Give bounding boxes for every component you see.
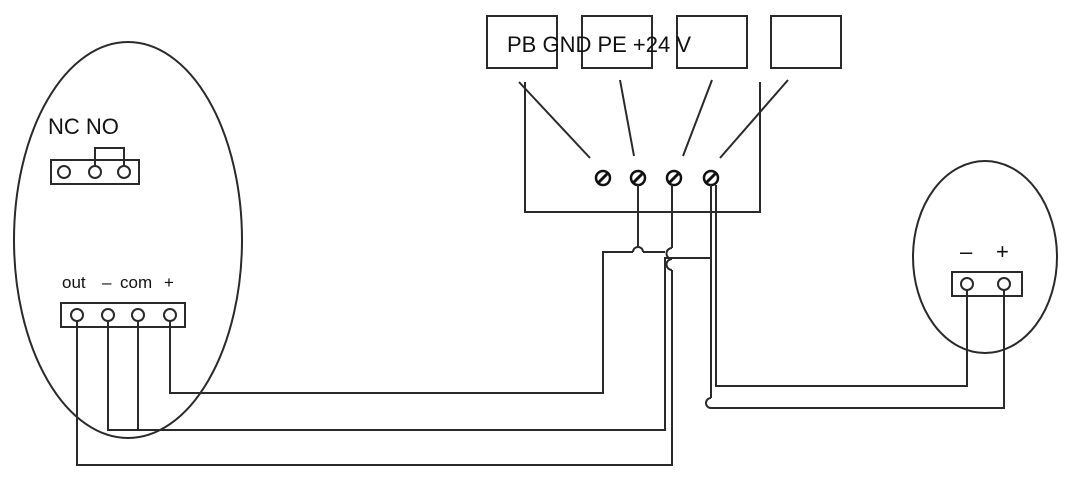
label-box-gnd: [581, 15, 653, 69]
screw-terminal-gnd: [629, 169, 647, 187]
right-terminal-plus: [997, 277, 1011, 291]
output-terminal-block: [60, 302, 186, 328]
left-device-housing: [13, 41, 243, 439]
leader-gnd: [619, 79, 635, 157]
wire-24v-return: [705, 290, 1005, 409]
output-terminal-label-com: com: [120, 273, 152, 292]
right-terminal-block: [951, 271, 1023, 297]
screw-terminal-pb: [594, 169, 612, 187]
screw-terminal-24v: [702, 169, 720, 187]
relay-contact-label: NC NO: [48, 114, 119, 139]
output-terminal-out: [70, 308, 84, 322]
relay-terminal-block: [50, 147, 140, 185]
right-device-housing: [912, 160, 1058, 354]
output-terminal-label-out: out: [62, 273, 86, 292]
output-terminal-com: [131, 308, 145, 322]
left-device: NC NO out – com +: [13, 41, 243, 439]
wiring: [76, 185, 1005, 466]
wire-minus-com-to-jumper: [107, 257, 711, 431]
wire-out-to-pe: [76, 185, 673, 466]
top-terminal-block: PB GND PE +24 V: [486, 15, 842, 213]
output-terminal-minus: [101, 308, 115, 322]
relay-terminal-com: [88, 165, 102, 179]
terminal-block-base: [524, 82, 761, 213]
right-device: – +: [912, 160, 1058, 354]
wire-plus-to-gnd-crossover: [632, 246, 644, 253]
relay-terminal-no: [117, 165, 131, 179]
wire-24v-to-right-device: [710, 185, 968, 393]
top-terminal-labels: PB GND PE +24 V: [507, 32, 691, 57]
screw-terminal-pe: [665, 169, 683, 187]
output-terminal-label-plus: +: [164, 273, 174, 292]
output-terminal-label-minus: –: [102, 273, 112, 292]
right-terminal-label-minus: –: [960, 239, 973, 264]
leader-pe: [682, 79, 713, 157]
label-box-24v: [770, 15, 842, 69]
relay-terminal-nc: [57, 165, 71, 179]
output-terminal-plus: [163, 308, 177, 322]
wire-plus-to-gnd: [169, 251, 633, 394]
leader-pb: [518, 81, 591, 159]
right-terminal-minus: [960, 277, 974, 291]
relay-jumper: [94, 147, 125, 166]
label-box-pe: [676, 15, 748, 69]
right-terminal-label-plus: +: [996, 239, 1009, 264]
label-box-pb: [486, 15, 558, 69]
leader-24v: [719, 79, 789, 159]
